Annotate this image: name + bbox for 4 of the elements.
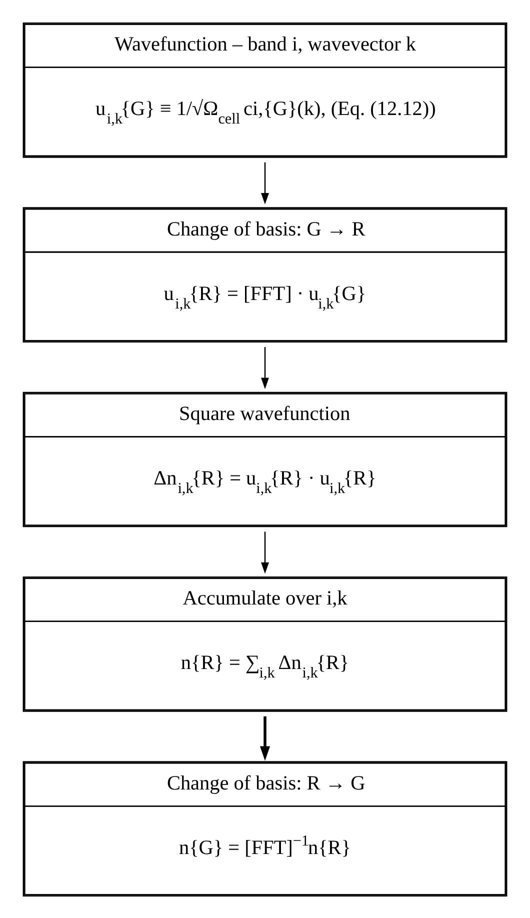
arrow xyxy=(261,346,269,389)
arrow xyxy=(260,716,270,760)
arrow xyxy=(261,162,269,204)
arrow xyxy=(261,531,269,574)
